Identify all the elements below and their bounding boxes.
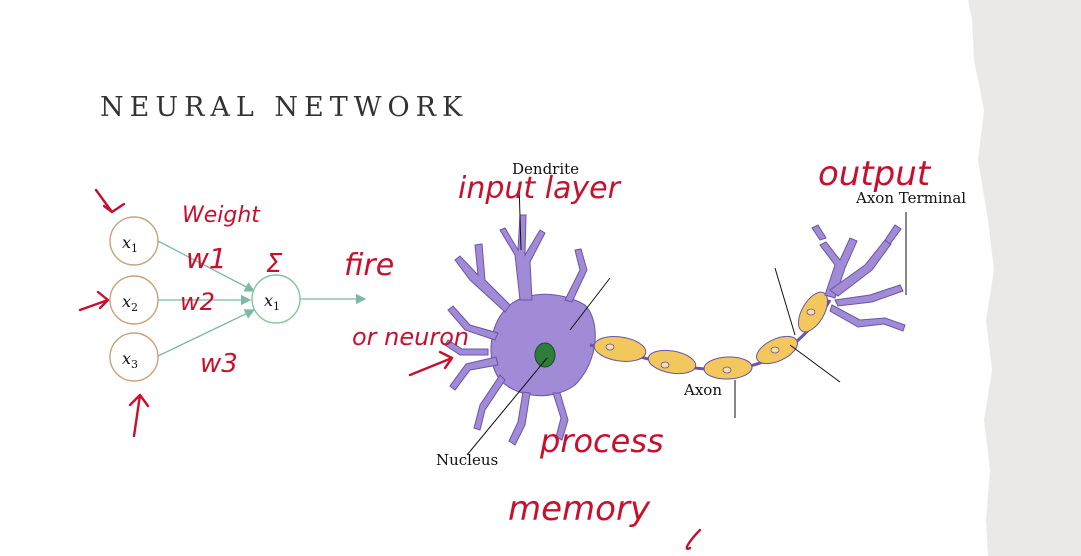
handwriting-input-layer: input layer: [458, 171, 622, 206]
handwriting-w3: w3: [200, 349, 238, 379]
nucleus: [534, 342, 556, 368]
axon-label: Axon: [683, 381, 722, 399]
input-node-2-label: x2: [122, 292, 138, 314]
input-node-3: [109, 332, 159, 382]
arrow-to-x2-icon: [78, 290, 110, 312]
handwriting-w2: w2: [180, 288, 215, 316]
handwriting-memory: memory: [508, 489, 651, 529]
schwann-nuclei: [605, 308, 816, 374]
arrow-to-neuron-icon: [408, 350, 454, 377]
output-node-label: x1: [264, 291, 280, 313]
arrow-to-x1-icon: [94, 188, 126, 214]
handwriting-output: output: [818, 154, 932, 194]
dendrite-label: Dendrite: [512, 160, 579, 178]
handwriting-w1: w1: [186, 242, 227, 275]
handwriting-weight: Weight: [182, 203, 261, 228]
input-node-3-label: x3: [122, 349, 138, 371]
edge-x1-out: [157, 240, 256, 292]
arrow-to-x3-icon: [128, 393, 150, 438]
input-node-1: [109, 216, 159, 266]
axon-terminal-label: Axon Terminal: [855, 189, 966, 207]
label-pointers: [466, 182, 907, 456]
handwriting-process: process: [539, 422, 664, 460]
handwriting-or-neuron: or neuron: [352, 323, 469, 351]
axon-terminal-branches: [811, 224, 906, 332]
nucleus-label: Nucleus: [436, 451, 498, 469]
edge-x3-out: [157, 309, 256, 357]
memory-underline: [685, 528, 702, 550]
handwriting-sigma: Σ: [266, 249, 283, 279]
handwriting-fire: fire: [344, 248, 394, 283]
input-node-1-label: x1: [122, 233, 138, 255]
input-node-2: [109, 275, 159, 325]
output-node: [251, 274, 301, 324]
slide-title: NEURAL NETWORK: [100, 92, 469, 123]
